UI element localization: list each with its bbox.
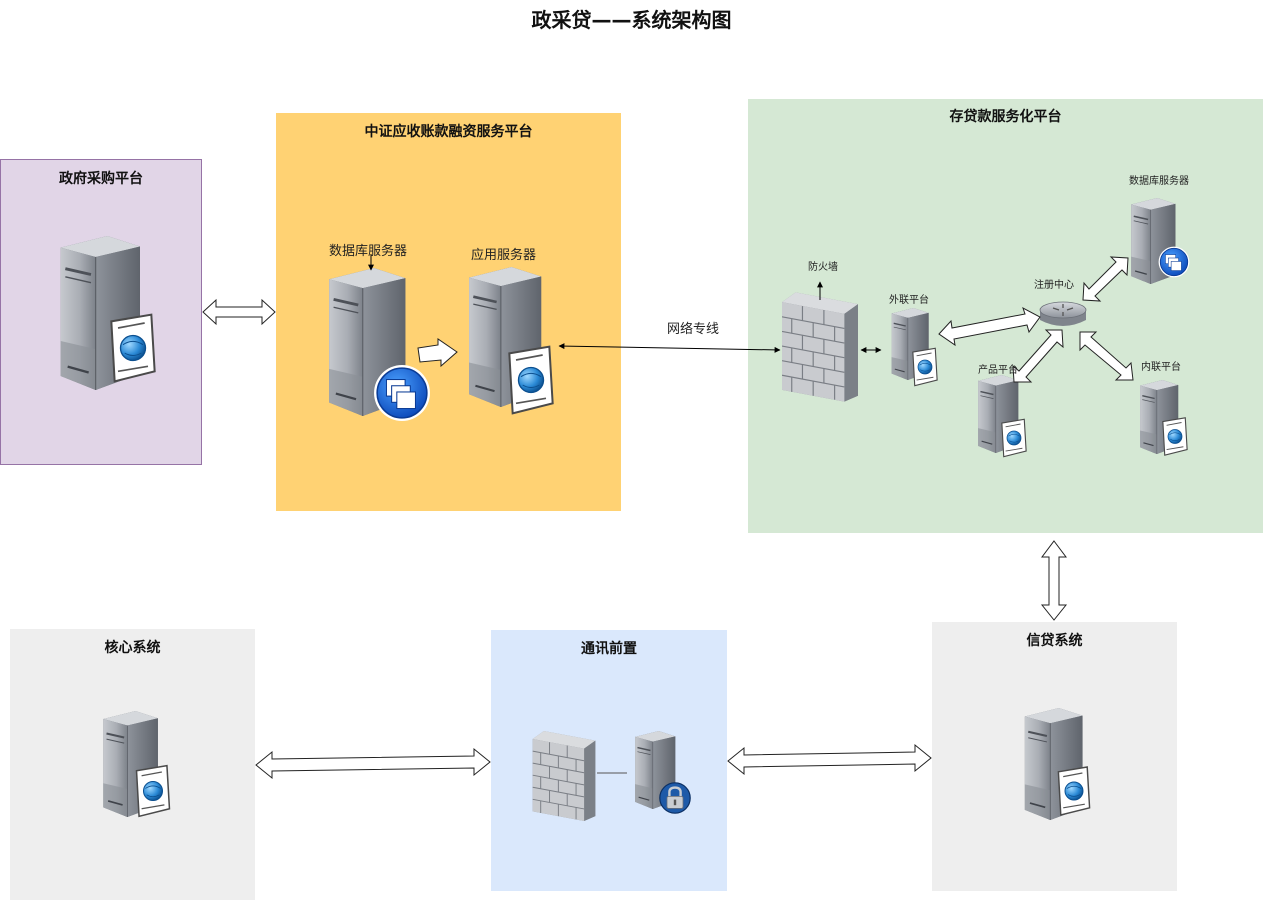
label-external-platform: 外联平台 bbox=[889, 295, 929, 306]
label-zz-app-server: 应用服务器 bbox=[471, 248, 537, 263]
panel-title-gov: 政府采购平台 bbox=[59, 171, 143, 187]
arrow-registry-product bbox=[1012, 329, 1064, 383]
zz-app-server-icon bbox=[467, 267, 554, 415]
panel-title-deposit-loan: 存贷款服务化平台 bbox=[949, 109, 1062, 125]
core-server-icon bbox=[102, 711, 171, 818]
connectors bbox=[202, 256, 1134, 780]
arrow-comm-credit bbox=[727, 743, 932, 776]
panel-title-zhongzheng: 中证应收账款融资服务平台 bbox=[364, 124, 533, 140]
label-firewall: 防火墙 bbox=[808, 262, 838, 273]
line-network bbox=[558, 343, 781, 353]
diagram-title: 政采贷——系统架构图 bbox=[531, 8, 732, 32]
registry-router-icon bbox=[1039, 301, 1087, 327]
gov-server-icon bbox=[59, 236, 156, 390]
internal-platform-server-icon bbox=[1139, 380, 1188, 456]
label-network-line: 网络专线 bbox=[667, 322, 720, 337]
arrow-external-registry bbox=[938, 306, 1041, 347]
label-internal-platform: 内联平台 bbox=[1141, 362, 1181, 373]
panel-title-comm: 通讯前置 bbox=[581, 641, 637, 657]
label-zz-db-server: 数据库服务器 bbox=[329, 244, 408, 259]
panel-zhongzheng: 中证应收账款融资服务平台 bbox=[276, 113, 621, 511]
panel-title-credit: 信贷系统 bbox=[1026, 633, 1083, 649]
label-cd-db-server: 数据库服务器 bbox=[1129, 176, 1189, 187]
comm-firewall-icon bbox=[532, 731, 596, 821]
label-registry: 注册中心 bbox=[1034, 280, 1074, 291]
arrow-registry-internal bbox=[1079, 331, 1134, 381]
thin-connectors bbox=[368, 254, 882, 774]
panel-comm-front: 通讯前置 bbox=[491, 630, 727, 891]
zz-db-server-icon bbox=[327, 268, 431, 422]
cd-db-server-icon bbox=[1130, 198, 1190, 284]
firewall-icon bbox=[782, 291, 858, 403]
comm-server-icon bbox=[634, 731, 691, 814]
arrow-gov-zz bbox=[202, 298, 276, 326]
arrow-core-comm bbox=[255, 747, 491, 780]
panel-title-core: 核心系统 bbox=[104, 640, 161, 656]
product-platform-server-icon bbox=[977, 375, 1027, 458]
external-platform-server-icon bbox=[890, 308, 938, 387]
arrow-registry-db bbox=[1082, 256, 1129, 302]
arrow-cd-credit bbox=[1040, 540, 1068, 621]
label-product-platform: 产品平台 bbox=[978, 365, 1018, 376]
credit-server-icon bbox=[1023, 708, 1091, 820]
arrow-db-app bbox=[417, 338, 458, 368]
